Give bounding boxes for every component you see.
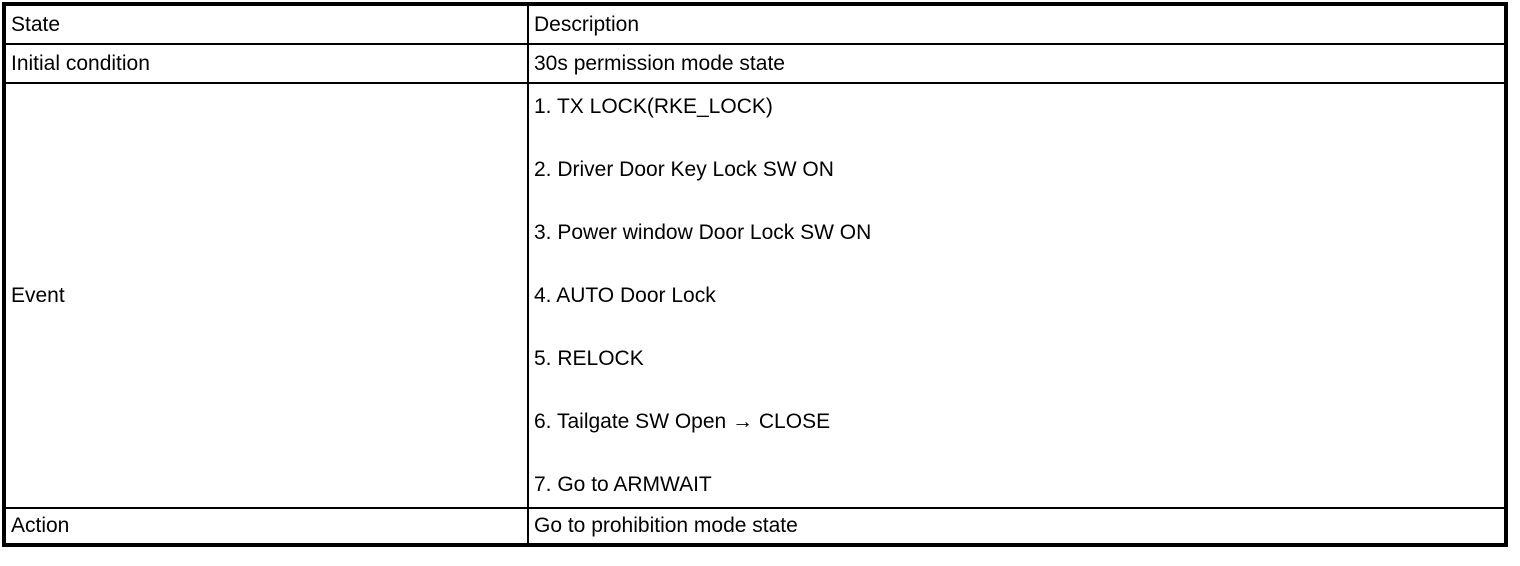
header-cell-state: State [3, 3, 529, 45]
event-item-7: 7. Go to ARMWAIT [534, 472, 712, 496]
action-state-cell: Action [3, 507, 529, 546]
row-initial-condition: Initial condition 30s permission mode st… [3, 43, 1507, 84]
initial-condition-description-cell: 30s permission mode state [527, 43, 1507, 84]
event-state-cell: Event [3, 82, 529, 509]
event-item-4: 4. AUTO Door Lock [534, 283, 716, 307]
initial-condition-state-cell: Initial condition [3, 43, 529, 84]
table-header-row: State Description [3, 3, 1507, 45]
event-item-6: 6. Tailgate SW Open → CLOSE [534, 409, 831, 433]
state-description-table: State Description Initial condition 30s … [2, 2, 1508, 547]
header-cell-description: Description [527, 3, 1507, 45]
row-action: Action Go to prohibition mode state [3, 507, 1507, 546]
event-item-3: 3. Power window Door Lock SW ON [534, 220, 872, 244]
row-event: Event 1. TX LOCK(RKE_LOCK) 2. Driver Doo… [3, 82, 1507, 509]
event-item-2: 2. Driver Door Key Lock SW ON [534, 157, 834, 181]
action-description-cell: Go to prohibition mode state [527, 507, 1507, 546]
event-description-cell: 1. TX LOCK(RKE_LOCK) 2. Driver Door Key … [527, 82, 1507, 509]
event-item-1: 1. TX LOCK(RKE_LOCK) [534, 94, 773, 118]
event-item-5: 5. RELOCK [534, 346, 644, 370]
